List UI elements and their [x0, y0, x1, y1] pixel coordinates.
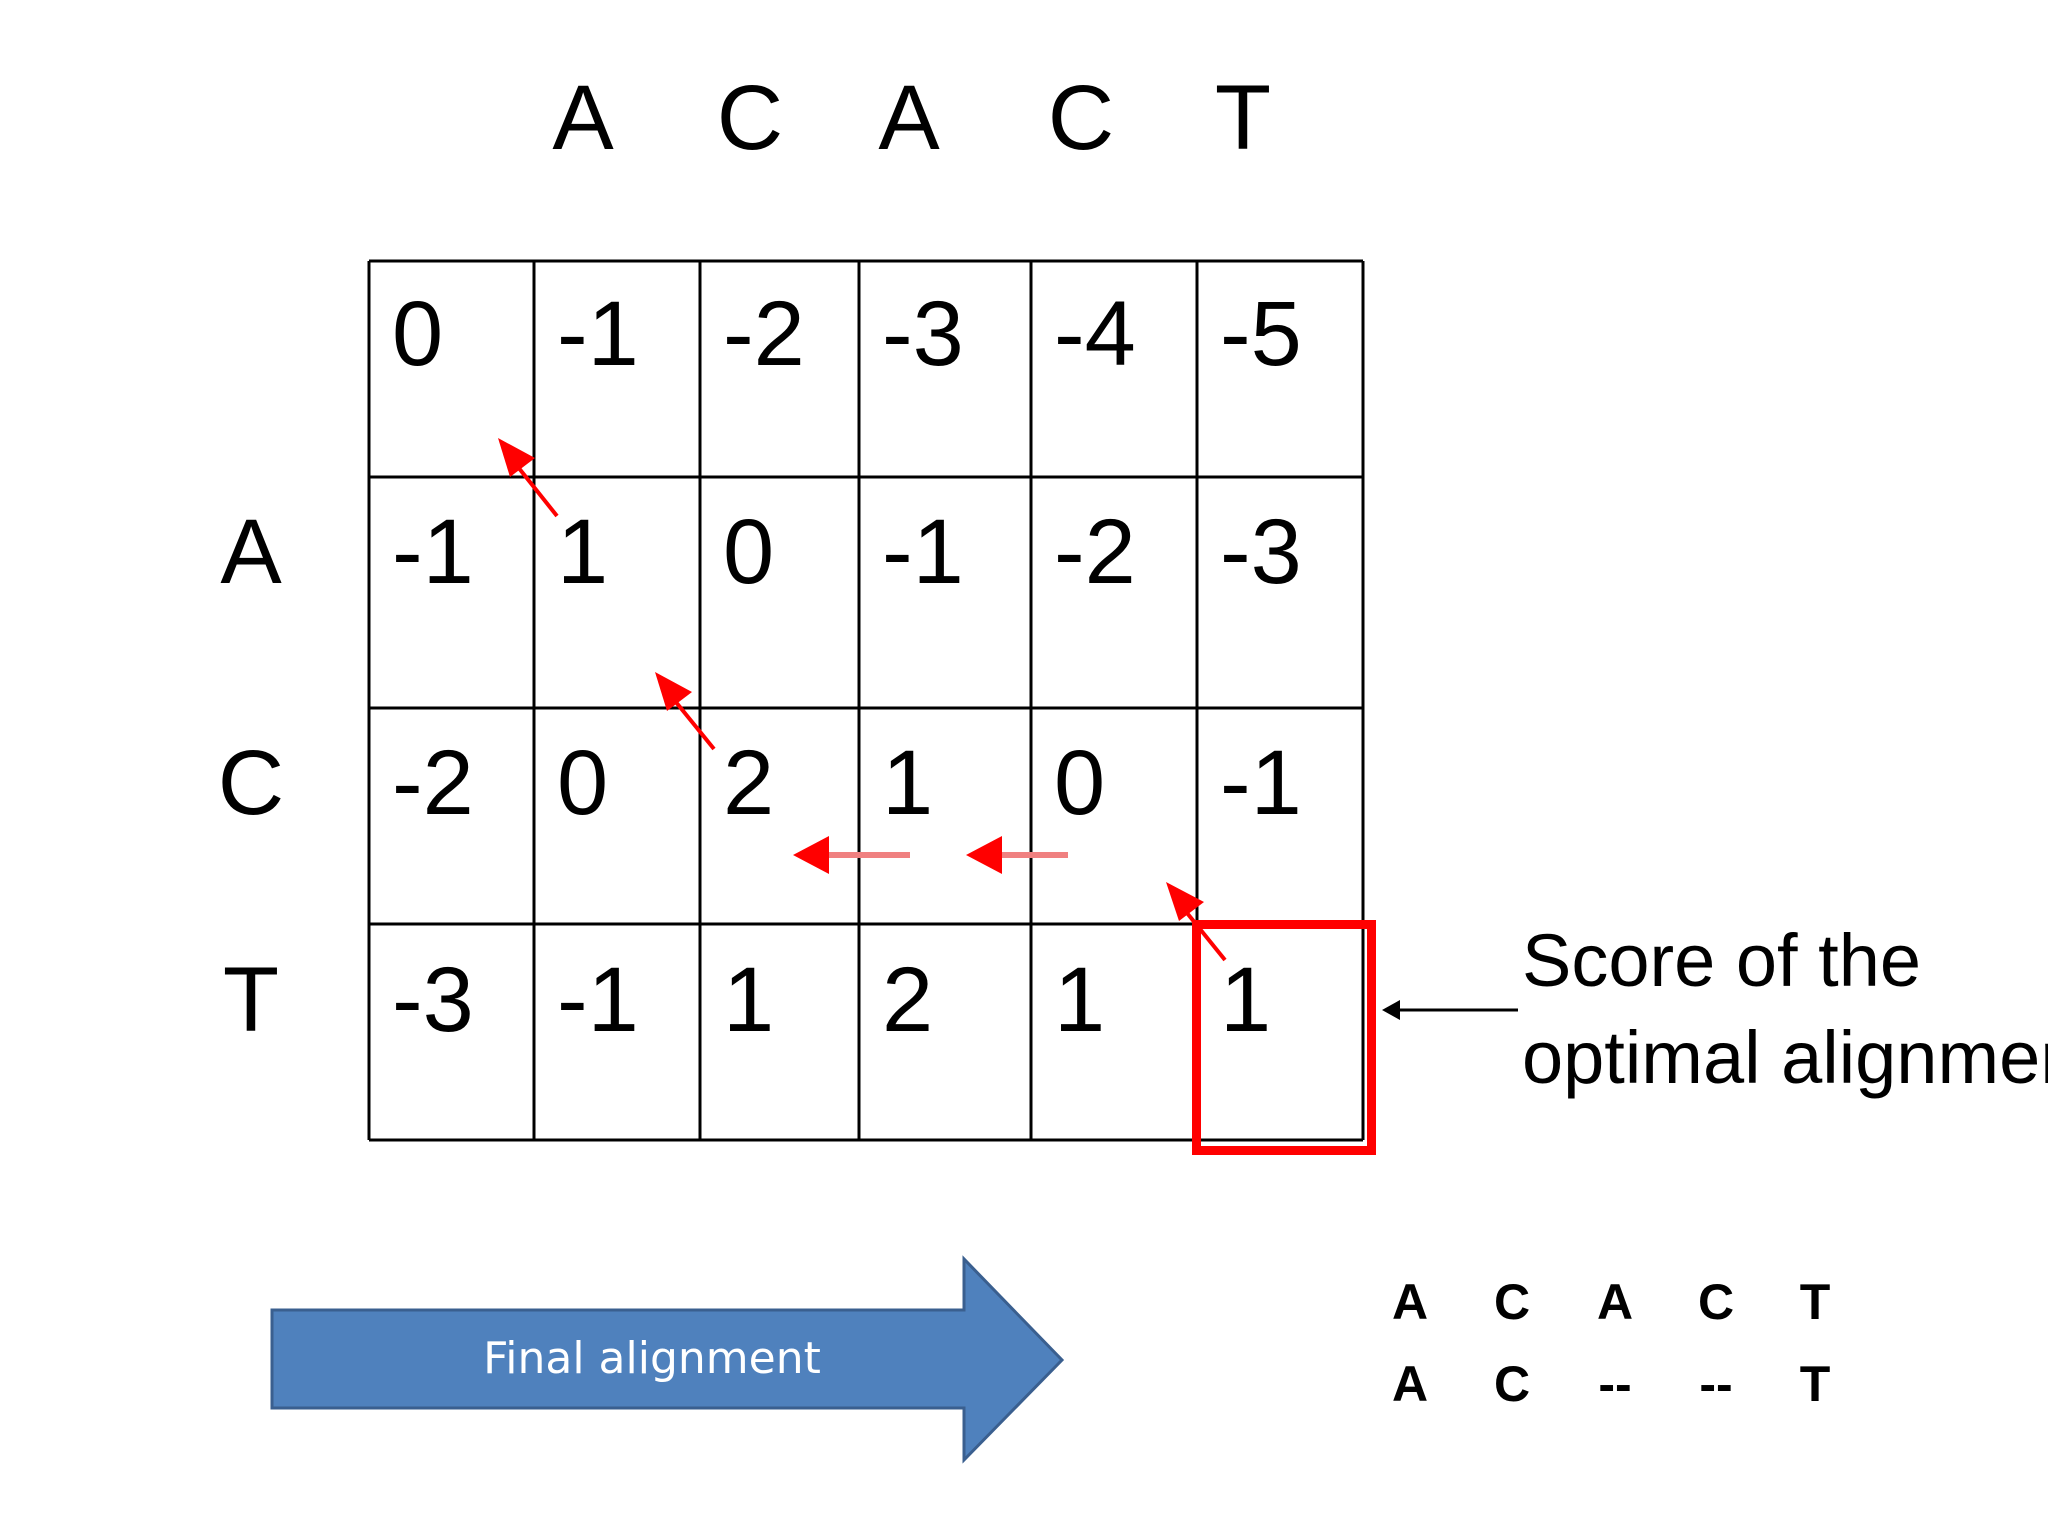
matrix-cell: -2 [392, 732, 474, 834]
score-annotation: Score of the optimal alignment [1522, 912, 2048, 1106]
matrix-cell: 0 [723, 501, 775, 603]
matrix-cell: 1 [723, 949, 775, 1051]
alignment-token: T [1799, 1274, 1831, 1330]
traceback-arrow-diagonal [1166, 882, 1227, 962]
alignment-token: A [1596, 1274, 1634, 1330]
matrix-cell: -1 [392, 501, 474, 603]
alignment-token: T [1799, 1356, 1831, 1412]
top-sequence-letter: A [552, 67, 614, 169]
traceback-arrow-left [793, 836, 910, 874]
matrix-cell: 1 [1054, 949, 1106, 1051]
matrix-cell: -2 [723, 283, 805, 385]
matrix-cell: 2 [723, 732, 775, 834]
score-pointer-arrow [1382, 1000, 1518, 1020]
traceback-arrow-left [966, 836, 1068, 874]
matrix-cell: 0 [392, 283, 444, 385]
matrix-cell-optimal-score: 1 [1220, 949, 1272, 1051]
optimal-score-highlight [1192, 920, 1376, 1155]
traceback-arrows [498, 438, 1227, 962]
matrix-cell: -1 [882, 501, 964, 603]
side-sequence-letter: C [217, 732, 285, 834]
alignment-token: C [1493, 1274, 1531, 1330]
score-annotation-line: Score of the [1522, 919, 1922, 1002]
matrix-cell: -3 [882, 283, 964, 385]
score-annotation-line: optimal alignment [1522, 1016, 2048, 1099]
alignment-token: A [1391, 1274, 1429, 1330]
matrix-cell: 1 [557, 501, 609, 603]
traceback-arrow-diagonal [655, 672, 716, 751]
top-sequence-letter: A [878, 67, 940, 169]
top-sequence-letter: C [1047, 67, 1115, 169]
matrix-cell: -4 [1054, 283, 1136, 385]
matrix-cell: -1 [1220, 732, 1302, 834]
top-sequence-letter: C [716, 67, 784, 169]
matrix-cell: -1 [557, 949, 639, 1051]
alignment-gap: -- [1598, 1356, 1632, 1412]
alignment-token: C [1493, 1356, 1531, 1412]
side-sequence-letter: A [220, 501, 282, 603]
final-alignment-label: Final alignment [483, 1333, 821, 1384]
alignment-token: C [1697, 1274, 1735, 1330]
matrix-cell: -3 [1220, 501, 1302, 603]
traceback-arrow-diagonal [498, 438, 559, 518]
matrix-cell: -3 [392, 949, 474, 1051]
alignment-token: A [1391, 1356, 1429, 1412]
final-alignment-arrow [270, 1255, 1065, 1464]
top-sequence-letter: T [1214, 67, 1272, 169]
matrix-cell: 0 [1054, 732, 1106, 834]
side-sequence-letter: T [222, 949, 280, 1051]
matrix-cell: -2 [1054, 501, 1136, 603]
matrix-cell: 1 [882, 732, 934, 834]
matrix-cell: 2 [882, 949, 934, 1051]
matrix-cell: -1 [557, 283, 639, 385]
matrix-cell: 0 [557, 732, 609, 834]
matrix-cell: -5 [1220, 283, 1302, 385]
alignment-gap: -- [1699, 1356, 1733, 1412]
